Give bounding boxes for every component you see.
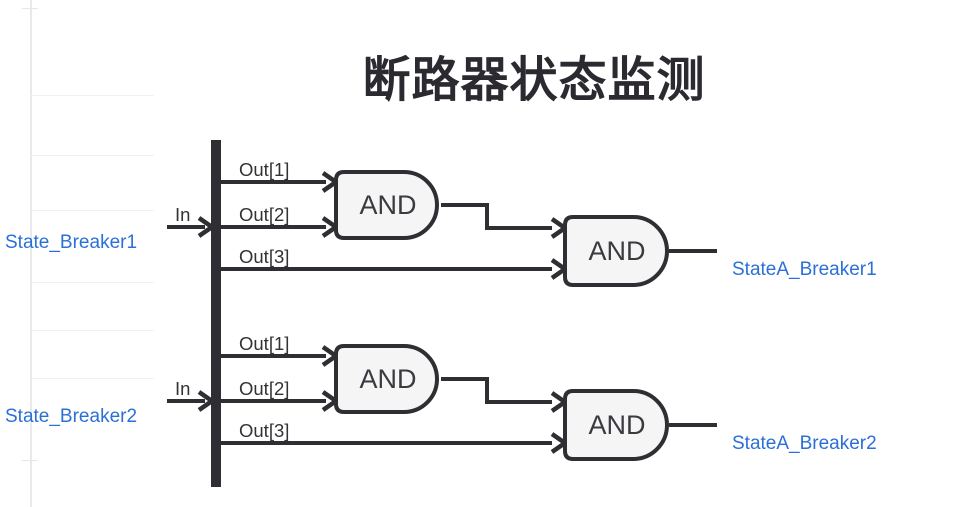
ruler-gridline xyxy=(30,378,154,379)
demux-bus-bar xyxy=(211,140,221,487)
ruler-tick xyxy=(22,8,38,9)
ruler-gridline xyxy=(30,330,154,331)
and-gate-1-label: AND xyxy=(359,190,416,220)
ruler-tick xyxy=(22,460,38,461)
in-port-label: In xyxy=(175,378,190,399)
breaker1-circuit: State_Breaker1 In Out[1] Out[2] Out[3] A… xyxy=(5,159,877,287)
in-port-label: In xyxy=(175,204,190,225)
ruler-gridline xyxy=(30,282,154,283)
ruler-gridline xyxy=(30,95,154,96)
output-signal-label: StateA_Breaker2 xyxy=(732,433,877,454)
page-edge-ruler xyxy=(30,0,32,507)
gate1-to-gate2-wire xyxy=(441,377,552,404)
ruler-gridline xyxy=(30,210,154,211)
out1-label: Out[1] xyxy=(239,333,289,354)
and-gate-2 xyxy=(563,215,669,287)
output-signal-label: StateA_Breaker1 xyxy=(732,259,877,280)
out2-label: Out[2] xyxy=(239,378,289,399)
gate1-to-gate2-wire xyxy=(441,203,552,230)
out1-label: Out[1] xyxy=(239,159,289,180)
page-title: 断路器状态监测 xyxy=(362,54,706,108)
breaker2-circuit: State_Breaker2 In Out[1] Out[2] Out[3] A… xyxy=(5,333,877,461)
input-signal-label: State_Breaker1 xyxy=(5,232,137,253)
and-gate-2 xyxy=(563,389,669,461)
ruler-gridline xyxy=(30,155,154,156)
out2-label: Out[2] xyxy=(239,204,289,225)
and-gate-1-label: AND xyxy=(359,364,416,394)
and-gate-1 xyxy=(334,170,439,240)
and-gate-1 xyxy=(334,344,439,414)
and-gate-2-label: AND xyxy=(588,410,645,440)
arrowhead-icon xyxy=(197,216,216,238)
arrowhead-icon xyxy=(197,390,216,412)
out3-label: Out[3] xyxy=(239,246,289,267)
out3-label: Out[3] xyxy=(239,420,289,441)
input-signal-label: State_Breaker2 xyxy=(5,406,137,427)
and-gate-2-label: AND xyxy=(588,236,645,266)
